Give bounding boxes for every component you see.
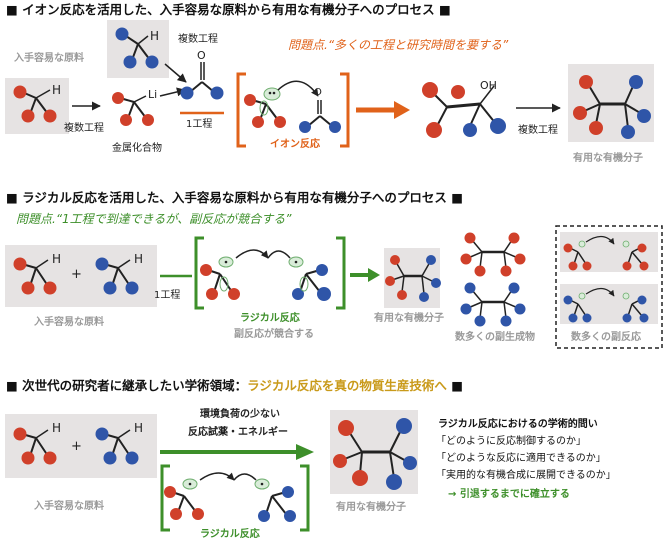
- section2-atom-h-red: H: [52, 252, 62, 266]
- section2-problem: 問題点.“1工程で到達できるが、副反応が競合する”: [16, 212, 292, 226]
- section3-heading-part3: ■: [446, 378, 464, 393]
- section3-atom-h-blue: H: [134, 421, 144, 435]
- conclusion-text: → 引退するまでに確立する: [448, 489, 570, 500]
- section3-heading: ■ 次世代の研究者に継承したい学術領域：ラジカル反応を真の物質生産技術へ ■: [6, 378, 464, 393]
- section1-ionic-label: イオン反応: [270, 139, 320, 150]
- radical-bracket-right-3: [300, 464, 310, 532]
- metal-compound-molecule: [112, 92, 154, 126]
- byproduct-red-molecule: [460, 232, 526, 277]
- section1-atom-h-raw: H: [52, 83, 62, 97]
- radical-bracket-left-2: [194, 236, 204, 310]
- section2-byproducts-label: 数多くの副生成物: [455, 332, 535, 343]
- byproduct-blue-molecule: [460, 282, 526, 327]
- side-reactions-box: [555, 225, 663, 349]
- section2-useful-label: 有用な有機分子: [374, 313, 444, 324]
- question-2: 「どのような反応に適用できるのか」: [436, 453, 606, 464]
- section1-atom-li: Li: [148, 88, 158, 101]
- section3-raw-label: 入手容易な原料: [34, 501, 104, 512]
- question-1: 「どのように反応制御するのか」: [436, 436, 586, 447]
- ionic-red-fragment: [244, 87, 286, 128]
- raw-blue-molecule-2: [95, 257, 139, 295]
- section1-multistep-top: 複数工程: [178, 34, 218, 45]
- ionic-curved-arrow: [277, 80, 319, 97]
- section1-metal-label: 金属化合物: [112, 143, 162, 154]
- section1-problem: 問題点.“多くの工程と研究時間を要する”: [288, 38, 509, 52]
- section1-raw-label: 入手容易な原料: [14, 53, 84, 64]
- raw-blue-molecule-3: [95, 427, 139, 465]
- radical-blue-fragment-3: [254, 478, 296, 522]
- raw-red-molecule-3: [13, 427, 57, 465]
- section3-plus: +: [71, 439, 82, 454]
- useful-molecule-3: [333, 418, 417, 490]
- useful-molecule-1: [573, 75, 651, 139]
- section2-heading: ■ ラジカル反応を活用した、入手容易な原料から有用な有機分子へのプロセス ■: [6, 190, 464, 205]
- raw-material-molecule-1: [13, 85, 57, 123]
- useful-molecule-2: [385, 255, 441, 302]
- radical-curved-arrow-2b: [267, 250, 291, 259]
- section3-useful-label: 有用な有機分子: [336, 502, 406, 513]
- alcohol-product-molecule: [422, 82, 506, 138]
- section1-atom-h-reagent: H: [150, 29, 160, 43]
- ionic-product-arrowhead: [394, 101, 410, 119]
- section3-atom-h-red: H: [52, 421, 62, 435]
- reagent-panel-1: [107, 20, 169, 78]
- radical-bracket-left-3: [160, 464, 170, 532]
- radical-curved-arrow-3a: [199, 472, 235, 481]
- ionic-ketone: [299, 100, 341, 133]
- section2-side-reactions-label: 数多くの副反応: [571, 332, 641, 343]
- raw-material-panel-3: [5, 414, 157, 478]
- raw-red-molecule-2: [13, 257, 57, 295]
- arrow-reagent-down: [164, 63, 187, 83]
- section2-side-compete-label: 副反応が競合する: [234, 329, 314, 340]
- section1-useful-label: 有用な有機分子: [573, 153, 643, 164]
- raw-material-panel-2: [5, 245, 157, 307]
- section3-arrow-line1: 環境負荷の少ない: [200, 409, 280, 420]
- radical-blue-fragment-2: [288, 256, 331, 301]
- radical-red-fragment-2: [200, 256, 240, 300]
- section1-heading: ■ イオン反応を活用した、入手容易な原料から有用な有機分子へのプロセス ■: [6, 2, 451, 17]
- section2-plus: +: [71, 267, 82, 282]
- ionic-bracket-right: [340, 72, 350, 148]
- questions-title: ラジカル反応におけるの学術的問い: [438, 419, 598, 430]
- section1-atom-oh: OH: [480, 79, 497, 92]
- section3-heading-part1: ■ 次世代の研究者に継承したい学術領域：: [6, 378, 248, 393]
- section1-atom-o-ketone: O: [197, 49, 206, 62]
- section1-multistep-left: 複数工程: [64, 123, 104, 134]
- ionic-bracket-left: [236, 72, 246, 148]
- side-reaction-blue-pair: [560, 284, 658, 324]
- radical-red-fragment-3: [164, 478, 204, 520]
- ketone-molecule-1: [180, 62, 224, 100]
- section2-onestep-label: 1工程: [154, 290, 181, 301]
- section3-radical-label: ラジカル反応: [200, 529, 260, 540]
- section1-atom-o-ionic: O: [314, 87, 322, 98]
- section3-heading-highlight: ラジカル反応を真の物質生産技術へ: [247, 378, 447, 393]
- section2-radical-label: ラジカル反応: [240, 313, 300, 324]
- section2-raw-label: 入手容易な原料: [34, 317, 104, 328]
- reagent-molecule-1: [115, 27, 159, 69]
- question-3: 「実用的な有機合成に展開できるのか」: [436, 470, 616, 481]
- section1-onestep-label: 1工程: [186, 119, 213, 130]
- radical-curved-arrow-2a: [235, 249, 269, 259]
- section2-atom-h-blue: H: [134, 252, 144, 266]
- section3-arrow-line2: 反応試薬・エネルギー: [188, 427, 288, 438]
- radical-product-arrowhead-2: [368, 268, 380, 282]
- radical-curved-arrow-3b: [233, 473, 257, 481]
- green-process-arrowhead-3: [296, 444, 314, 460]
- side-reaction-red-pair: [560, 232, 658, 272]
- radical-bracket-right-2: [336, 236, 346, 310]
- section1-multistep-right: 複数工程: [518, 125, 558, 136]
